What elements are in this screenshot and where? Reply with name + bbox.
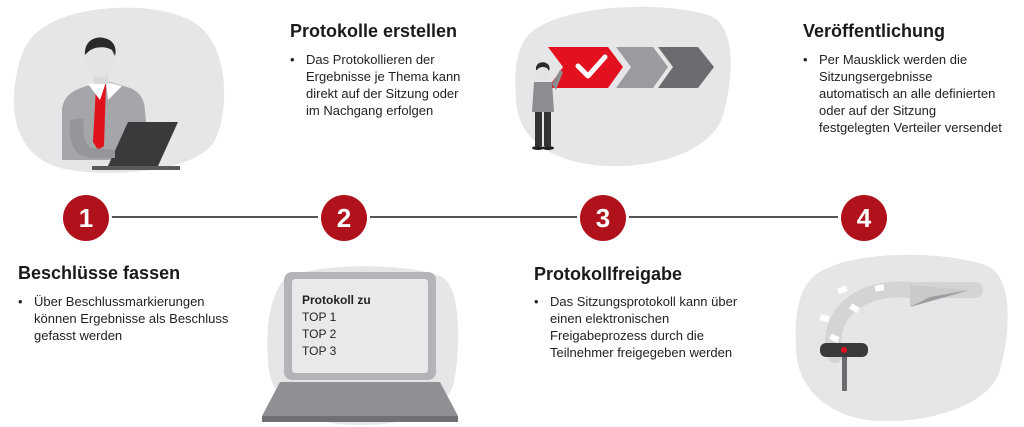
bullet: • (803, 52, 808, 67)
step-4-text: Per Mausklick werden die Sitzungsergebni… (819, 52, 1002, 135)
step-1-text-block: • Über Beschlussmarkierungen können Erge… (18, 293, 234, 344)
laptop-screen-item: TOP 3 (302, 344, 337, 358)
bullet: • (18, 294, 23, 309)
step-4-text-block: • Per Mausklick werden die Sitzungsergeb… (803, 51, 1004, 136)
timeline-line (85, 216, 865, 218)
step-2-number: 2 (321, 195, 367, 241)
step-2-title: Protokolle erstellen (290, 21, 458, 41)
bullet: • (534, 294, 539, 309)
bullet: • (290, 52, 295, 67)
laptop-screen-item: TOP 1 (302, 310, 337, 324)
step-1-number: 1 (63, 195, 109, 241)
laptop-screen-heading: Protokoll zu (302, 293, 371, 307)
step-2-text-block: • Das Protokollieren der Ergebnisse je T… (290, 51, 466, 119)
step-1-title: Beschlüsse fassen (18, 263, 181, 283)
illustration-paper-plane-mailbox (795, 254, 1008, 422)
illustration-laptop (262, 266, 459, 426)
step-2-text: Das Protokollieren der Ergebnisse je The… (306, 52, 461, 118)
step-3-text-block: • Das Sitzungsprotokoll kann über einen … (534, 293, 740, 361)
illustration-man-at-laptop (13, 7, 225, 173)
step-3-title: Protokollfreigabe (534, 264, 683, 284)
step-3-text: Das Sitzungsprotokoll kann über einen el… (550, 294, 738, 360)
step-4-title: Veröffentlichung (803, 21, 946, 41)
illustration-progress-arrows (515, 6, 731, 167)
step-3-number: 3 (580, 195, 626, 241)
laptop-screen-item: TOP 2 (302, 327, 337, 341)
step-1-text: Über Beschlussmarkierungen können Ergebn… (34, 294, 229, 343)
step-4-number: 4 (841, 195, 887, 241)
